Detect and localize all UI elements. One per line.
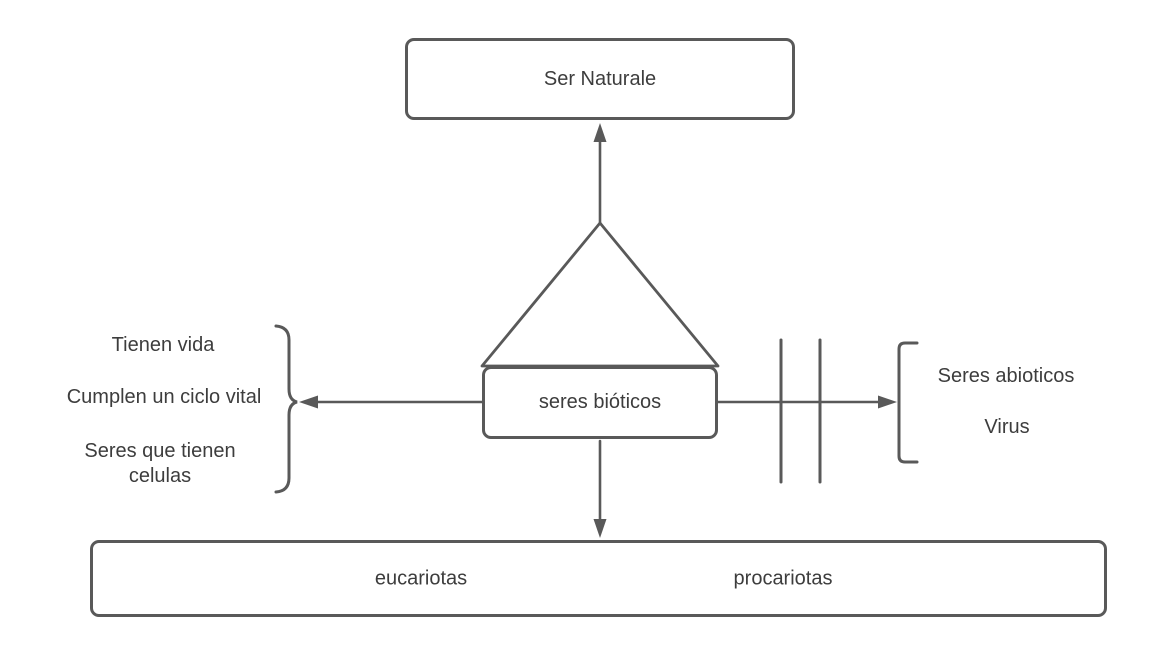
bottom-label-procariotas: procariotas <box>733 567 833 589</box>
arrow-down-head <box>593 519 607 538</box>
right-item-virus: Virus <box>984 416 1030 438</box>
triangle-shape <box>480 221 720 368</box>
left-item-seres-celulas: Seres que tienen celulas <box>84 440 236 487</box>
arrow-left-head <box>299 395 318 409</box>
node-eucariotas-procariotas: eucariotas procariotas <box>90 540 1107 617</box>
node-seres-bioticos: seres bióticos <box>482 366 718 439</box>
square-bracket-right <box>897 341 919 464</box>
node-ser-naturale-label: Ser Naturale <box>543 67 657 90</box>
node-ser-naturale: Ser Naturale <box>405 38 795 120</box>
arrow-up-head <box>593 123 607 142</box>
arrow-right-head <box>878 395 897 409</box>
left-item-tienen-vida: Tienen vida <box>111 334 215 356</box>
curly-brace-left <box>274 324 298 494</box>
right-item-seres-abioticos: Seres abioticos <box>937 365 1075 387</box>
bottom-label-eucariotas: eucariotas <box>374 567 468 589</box>
left-item-ciclo-vital: Cumplen un ciclo vital <box>66 386 262 408</box>
node-seres-bioticos-label: seres bióticos <box>538 391 662 413</box>
